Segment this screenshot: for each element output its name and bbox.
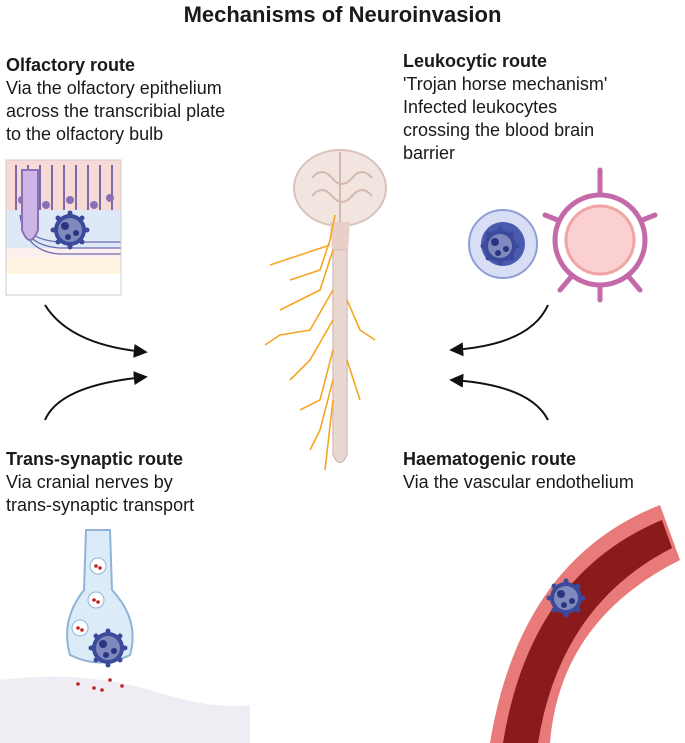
- olfactory-route-label: Olfactory route Via the olfactory epithe…: [6, 54, 225, 146]
- diagram-title: Mechanisms of Neuroinvasion: [183, 2, 502, 27]
- olfactory-route-heading: Olfactory route: [6, 55, 136, 75]
- haematogenic-route-label: Haematogenic route Via the vascular endo…: [403, 448, 634, 494]
- leukocytic-route-line-4: barrier: [403, 143, 456, 163]
- blood-vessel-illustration: [490, 505, 680, 743]
- olfactory-arrow: [44, 304, 148, 358]
- leukocytic-route-line-1: 'Trojan horse mechanism': [403, 74, 608, 94]
- synapse-illustration: [0, 529, 250, 743]
- trans-synaptic-route-label: Trans-synaptic route Via cranial nerves …: [6, 448, 194, 517]
- brain-and-spinal-cord-illustration: [264, 149, 387, 471]
- leukocytic-route-heading: Leukocytic route: [403, 51, 548, 71]
- olfactory-epithelium-illustration: [5, 159, 122, 296]
- trans-synaptic-route-heading: Trans-synaptic route: [6, 449, 184, 469]
- leukocytic-route-label: Leukocytic route 'Trojan horse mechanism…: [403, 50, 607, 165]
- haematogenic-arrow: [449, 373, 549, 421]
- leukocytic-route-line-2: Infected leukocytes: [403, 97, 558, 117]
- olfactory-route-line-3: to the olfactory bulb: [6, 124, 164, 144]
- blood-brain-barrier-illustration: [542, 167, 658, 303]
- olfactory-route-line-1: Via the olfactory epithelium: [6, 78, 222, 98]
- leukocytic-arrow: [449, 304, 549, 357]
- haematogenic-route-line-1: Via the vascular endothelium: [403, 472, 634, 492]
- trans-synaptic-route-line-1: Via cranial nerves by: [6, 472, 173, 492]
- route-arrows: [44, 304, 549, 421]
- olfactory-route-line-2: across the transcribial plate: [6, 101, 226, 121]
- haematogenic-route-heading: Haematogenic route: [403, 449, 577, 469]
- trans-synaptic-route-line-2: trans-synaptic transport: [6, 495, 195, 515]
- infected-leukocyte-illustration: [468, 209, 538, 279]
- trans-synaptic-arrow: [44, 371, 148, 421]
- leukocytic-route-line-3: crossing the blood brain: [403, 120, 595, 140]
